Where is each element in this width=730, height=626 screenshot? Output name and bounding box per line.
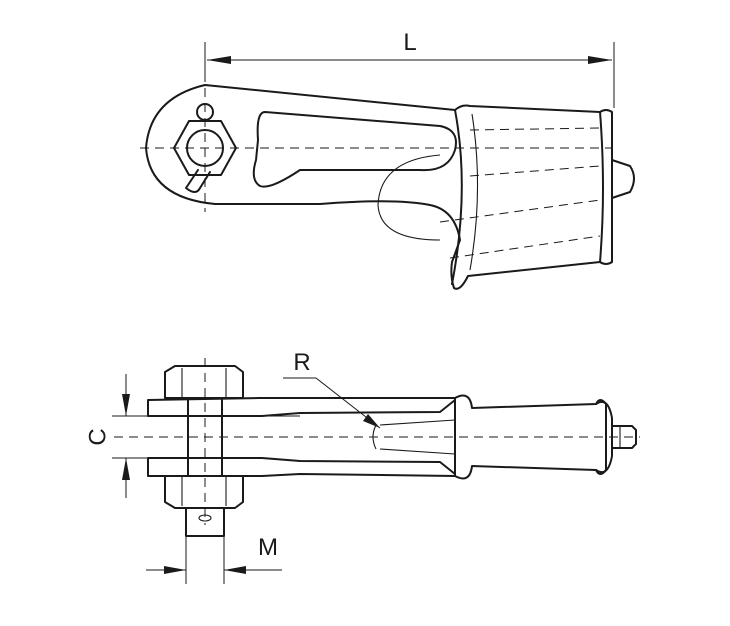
wedge-dashed-lower <box>439 199 601 223</box>
body-window-cutout <box>252 111 457 188</box>
barrel-right-rim <box>599 111 604 263</box>
clearance-label: C <box>84 428 111 445</box>
inner-wedge-slot <box>372 419 456 455</box>
dimension-radius: R <box>283 349 381 429</box>
length-label: L <box>403 29 416 56</box>
plan-view <box>114 358 640 537</box>
pin-hole <box>186 129 224 167</box>
barrel-end-cap <box>611 159 635 199</box>
radius-label: R <box>293 349 310 376</box>
barrel-body-line <box>469 113 479 271</box>
wedge-dashed-bottom <box>449 235 601 259</box>
dimension-thread: M <box>146 534 282 584</box>
wedge-dashed-mid <box>469 165 601 177</box>
split-pin-hole <box>198 514 212 522</box>
clamp-body-outline <box>145 84 613 290</box>
hex-nut <box>173 120 237 176</box>
thread-label: M <box>258 534 278 561</box>
length-arrow-left <box>207 56 231 64</box>
radius-arrow <box>363 414 380 428</box>
lower-jaw <box>147 457 456 477</box>
length-arrow-right <box>588 56 612 64</box>
clearance-arrow-top <box>122 394 130 416</box>
thread-arrow-left <box>164 566 186 574</box>
side-view <box>140 84 635 290</box>
split-pin-eye <box>196 103 214 121</box>
bolt-thread-end <box>185 507 225 537</box>
clearance-arrow-bottom <box>122 458 130 480</box>
bolt-head <box>164 365 244 399</box>
dimension-length: L <box>204 29 615 108</box>
bolt-nut <box>164 475 244 509</box>
wedge-dashed-top <box>469 127 601 131</box>
barrel-left-rim <box>451 109 463 285</box>
bolt-shank <box>187 397 223 477</box>
upper-jaw <box>147 397 456 417</box>
thread-arrow-right <box>224 566 246 574</box>
radius-arc <box>377 154 441 241</box>
plan-end-stub <box>611 425 637 449</box>
split-pin-leg <box>185 169 211 193</box>
dimension-clearance: C <box>84 374 148 498</box>
